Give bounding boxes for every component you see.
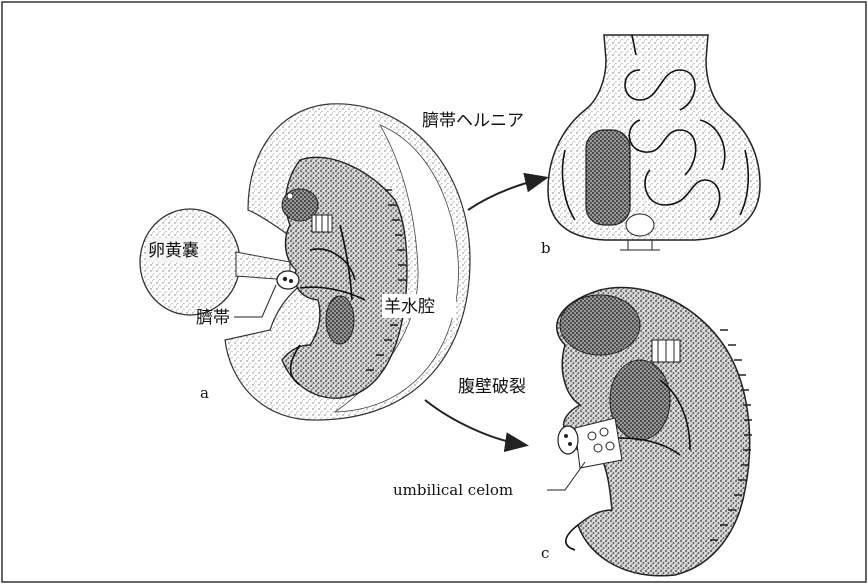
hernia-sac bbox=[548, 35, 760, 240]
panel-b-umbilical-hernia bbox=[548, 35, 760, 250]
arrow-to-hernia bbox=[468, 178, 545, 210]
label-umbilical-celom: umbilical celom bbox=[393, 481, 513, 499]
label-umbilical-hernia: 臍帯ヘルニア bbox=[422, 111, 524, 131]
panel-label-a: a bbox=[200, 384, 209, 402]
label-amniotic-cavity: 羊水腔 bbox=[384, 297, 435, 317]
umbilical-cord-leader bbox=[234, 285, 276, 317]
label-gastroschisis: 腹壁破裂 bbox=[458, 377, 526, 397]
panel-c-gastroschisis bbox=[557, 287, 752, 575]
umbilical-cord-a bbox=[277, 271, 299, 289]
panel-label-c: c bbox=[541, 544, 549, 562]
panel-label-b: b bbox=[541, 239, 551, 257]
label-yolk-sac: 卵黄嚢 bbox=[148, 241, 199, 261]
label-umbilical-cord: 臍帯 bbox=[196, 308, 230, 328]
arrow-to-gastroschisis bbox=[425, 400, 525, 445]
